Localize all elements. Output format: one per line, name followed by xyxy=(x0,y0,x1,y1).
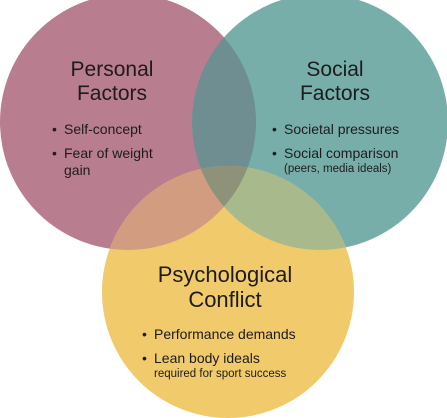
title-line: Factors xyxy=(299,82,370,106)
personal-factors-list: Self-concept Fear of weight gain xyxy=(52,121,182,186)
social-factors-title: Social Factors xyxy=(255,58,415,106)
list-item: Societal pressures xyxy=(272,121,432,139)
list-item: Performance demands xyxy=(142,326,337,344)
item-text: Performance demands xyxy=(154,326,296,342)
list-item: Fear of weight gain xyxy=(52,145,182,180)
list-item: Lean body ideals required for sport succ… xyxy=(142,350,337,382)
title-line: Social xyxy=(306,58,364,81)
item-text: Lean body ideals xyxy=(154,349,260,366)
title-line: Psychological xyxy=(157,262,293,287)
title-line: Factors xyxy=(76,82,147,106)
social-factors-list: Societal pressures Social comparison (pe… xyxy=(272,121,432,183)
personal-factors-title: Personal Factors xyxy=(32,58,192,106)
item-note: required for sport success xyxy=(154,368,287,380)
item-text: Social comparison xyxy=(284,144,399,161)
item-text: Societal pressures xyxy=(284,121,400,137)
psychological-conflict-list: Performance demands Lean body ideals req… xyxy=(142,326,337,388)
item-text: Self-concept xyxy=(64,121,142,137)
item-text: Fear of weight gain xyxy=(64,144,153,179)
social-psych-overlap xyxy=(192,166,354,250)
title-line: Personal xyxy=(70,58,154,81)
list-item: Social comparison (peers, media ideals) xyxy=(272,145,432,177)
psychological-conflict-title: Psychological Conflict xyxy=(120,262,330,313)
personal-psych-overlap xyxy=(102,166,256,250)
item-note: (peers, media ideals) xyxy=(284,163,392,175)
list-item: Self-concept xyxy=(52,121,182,139)
title-line: Conflict xyxy=(188,287,262,313)
